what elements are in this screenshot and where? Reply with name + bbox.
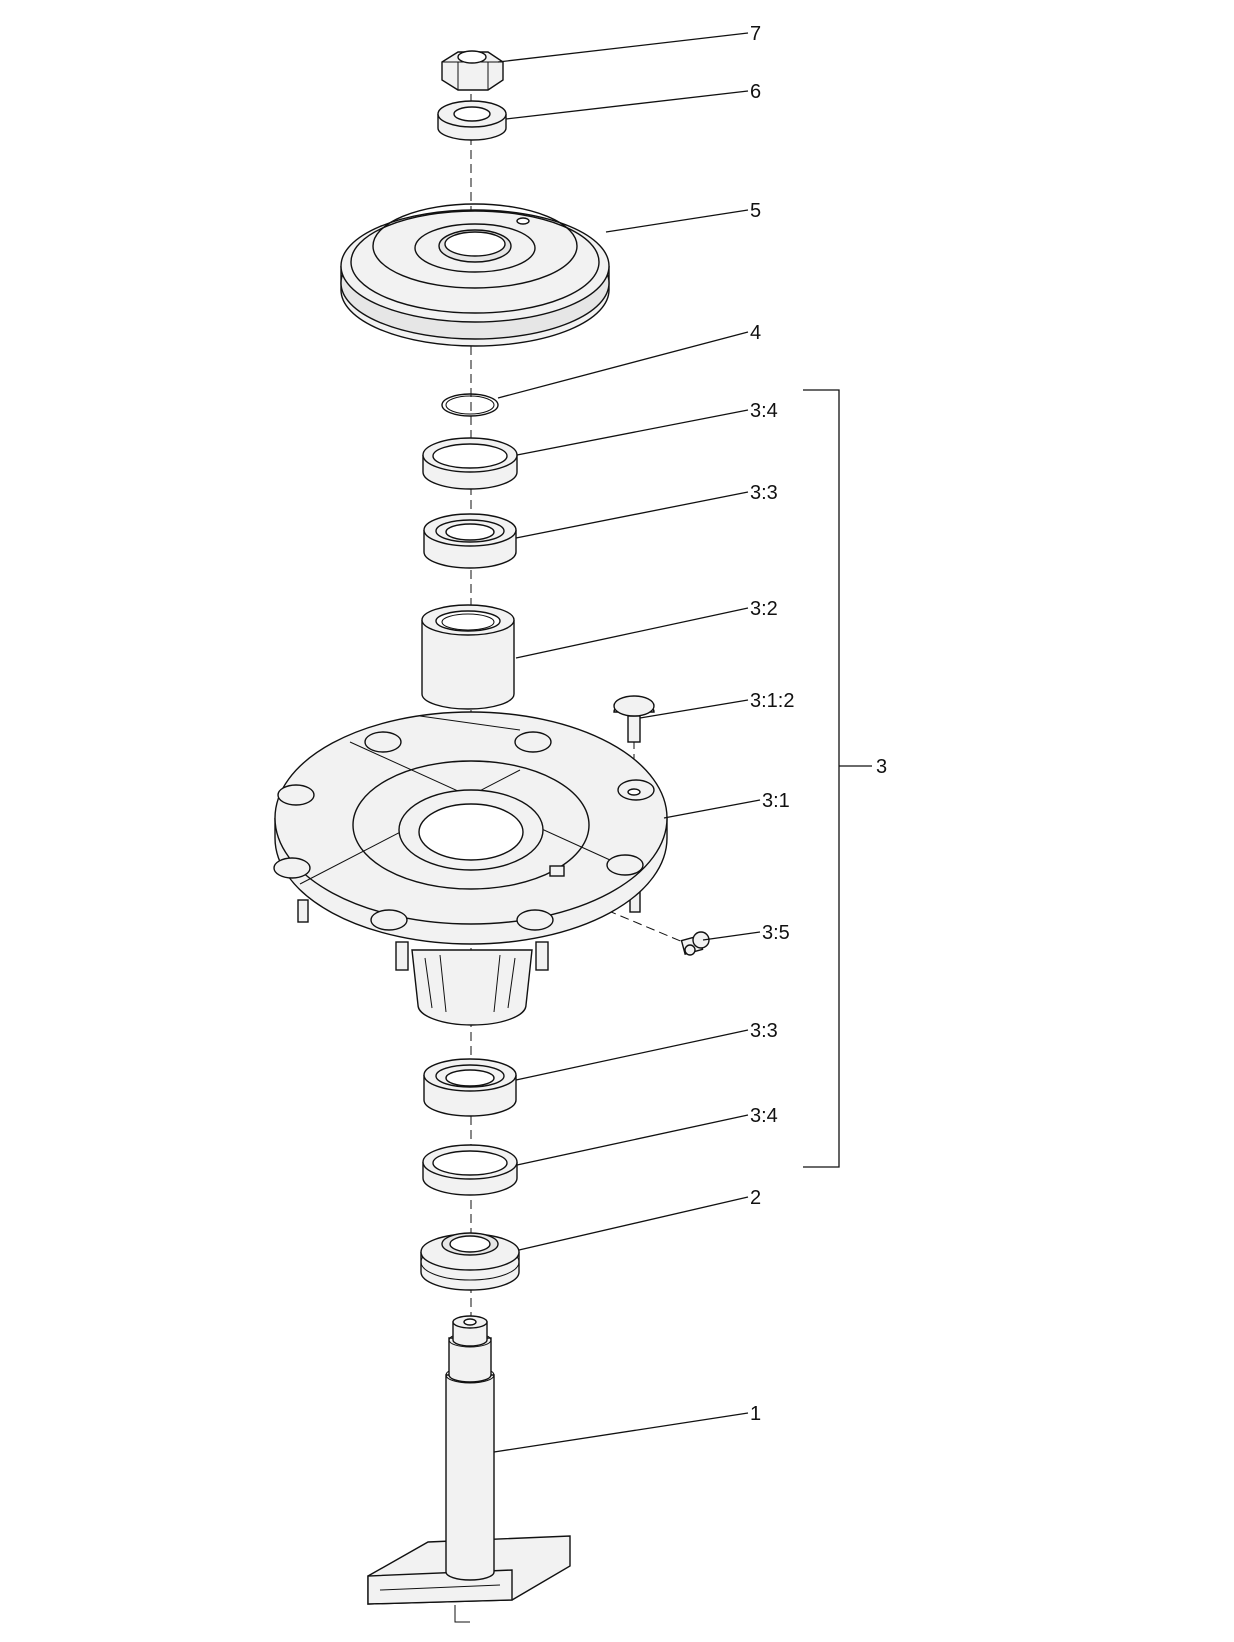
leader-lines xyxy=(493,32,761,1453)
callout-1: 1 xyxy=(750,1403,761,1425)
group-3-bracket xyxy=(803,389,872,1168)
part-3-1-2-carriage-bolt[interactable] xyxy=(613,695,655,743)
callout-2: 2 xyxy=(750,1187,761,1209)
callout-3-2: 3:2 xyxy=(750,598,778,620)
part-3-5-grease-fitting[interactable] xyxy=(680,931,710,956)
callout-4: 4 xyxy=(750,322,761,344)
callout-3-3-upper: 3:3 xyxy=(750,482,778,504)
part-6-spacer[interactable] xyxy=(437,100,507,141)
part-3-3-upper-bearing[interactable] xyxy=(423,513,517,569)
part-1-spindle-shaft[interactable] xyxy=(367,1315,571,1623)
callout-7: 7 xyxy=(750,23,761,45)
part-3-1-spindle-housing[interactable] xyxy=(273,711,668,1026)
part-4-snap-ring[interactable] xyxy=(441,393,499,417)
part-2-bearing-seal[interactable] xyxy=(420,1232,520,1291)
callout-3: 3 xyxy=(876,756,887,778)
callout-5: 5 xyxy=(750,200,761,222)
part-3-2-spacer-sleeve[interactable] xyxy=(421,604,515,710)
part-3-4-lower-seal[interactable] xyxy=(422,1144,518,1196)
callout-3-1: 3:1 xyxy=(762,790,790,812)
part-7-nut[interactable] xyxy=(441,50,504,91)
part-3-3-lower-bearing[interactable] xyxy=(423,1058,517,1117)
callout-3-5: 3:5 xyxy=(762,922,790,944)
callout-3-1-2: 3:1:2 xyxy=(750,690,794,712)
callout-3-4-lower: 3:4 xyxy=(750,1105,778,1127)
callout-3-4-upper: 3:4 xyxy=(750,400,778,422)
callout-3-3-lower: 3:3 xyxy=(750,1020,778,1042)
part-3-4-upper-seal[interactable] xyxy=(422,437,518,490)
callout-6: 6 xyxy=(750,81,761,103)
part-5-pulley[interactable] xyxy=(340,203,610,347)
